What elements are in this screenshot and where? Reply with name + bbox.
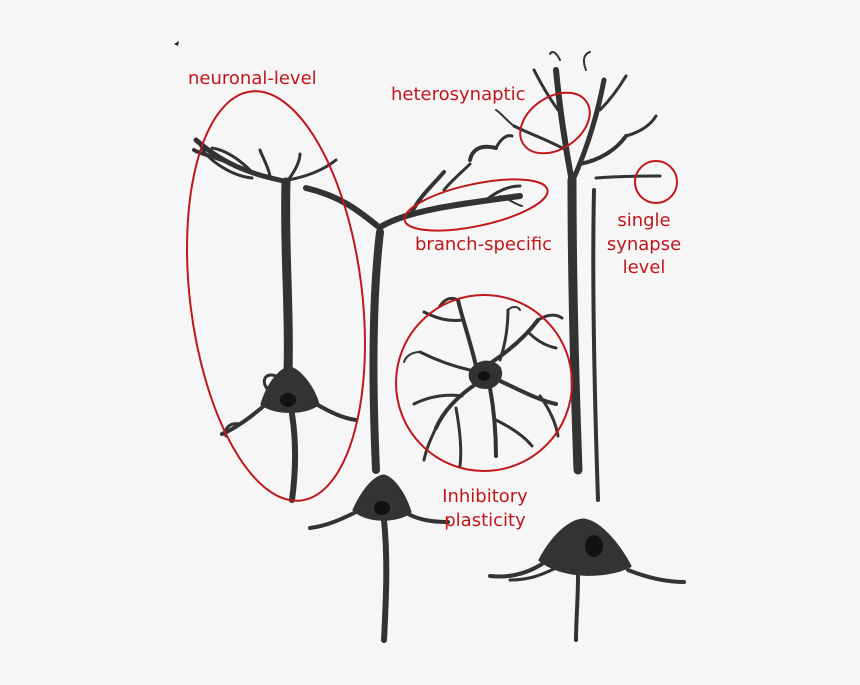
- label-inhibitory-line-2: plasticity: [444, 510, 526, 531]
- label-single-synapse-line-1: single: [617, 210, 670, 231]
- left-pyramidal-neuron: [192, 137, 358, 503]
- stray-mark: [174, 41, 179, 46]
- single-synapse-ring: [634, 160, 678, 204]
- right-pyramidal-neuron: [488, 51, 686, 642]
- inhibitory-plasticity-ring: [395, 294, 573, 472]
- label-heterosynaptic: heterosynaptic: [391, 84, 525, 105]
- label-single-synapse-line-3: level: [623, 257, 666, 278]
- neuronal-level-ring: [186, 90, 366, 502]
- heterosynaptic-ring: [519, 91, 591, 155]
- label-branch-specific: branch-specific: [415, 234, 552, 255]
- label-inhibitory-line-1: Inhibitory: [442, 486, 528, 507]
- middle-pyramidal-neuron: [303, 134, 523, 643]
- branch-specific-ring: [403, 178, 549, 232]
- label-single-synapse-line-2: synapse: [607, 234, 681, 255]
- label-neuronal-level: neuronal-level: [188, 68, 317, 89]
- inhibitory-interneuron: [403, 296, 564, 468]
